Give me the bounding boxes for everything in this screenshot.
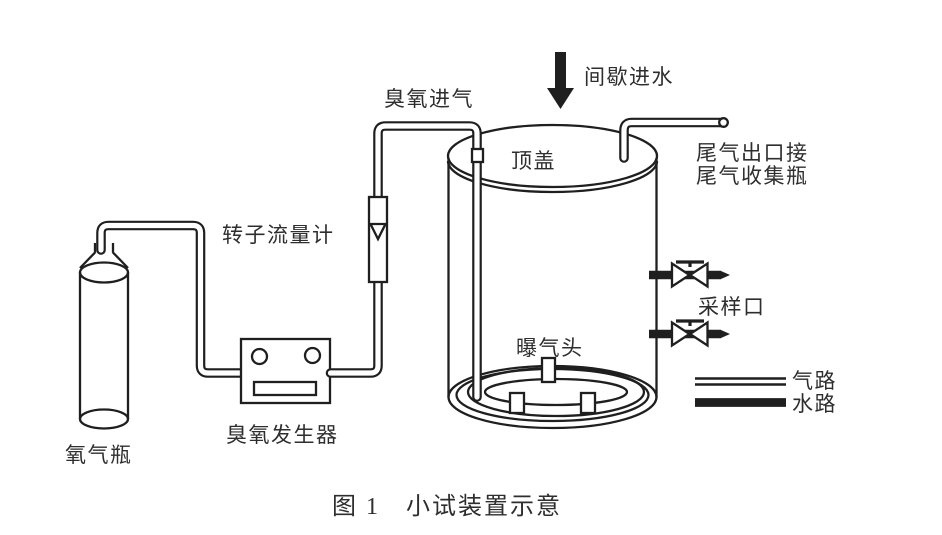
label-ozone-inlet: 臭氧进气 <box>384 87 474 111</box>
valve-bowtie-right <box>687 320 709 348</box>
label-tail-gas-line1: 尾气出口接 <box>696 141 809 165</box>
cylinder-neck <box>93 243 115 252</box>
cylinder-bottom-ellipse <box>78 408 130 430</box>
legend <box>695 377 786 407</box>
valve-handle-icon <box>676 319 704 326</box>
pipe-oxygen-to-generator <box>96 220 248 378</box>
rotameter-float-icon <box>368 222 388 242</box>
label-rotameter: 转子流量计 <box>222 223 335 247</box>
valve-bowtie-left <box>670 261 692 289</box>
sampling-valve-lower <box>649 319 730 348</box>
generator-slot <box>252 380 318 397</box>
oxygen-cylinder <box>78 243 130 430</box>
label-legend-water: 水路 <box>792 392 837 416</box>
ozone-generator <box>239 337 332 405</box>
pipe-generator-to-rotameter <box>325 273 383 378</box>
label-water-inlet: 间歇进水 <box>584 65 674 89</box>
valve-handle-icon <box>676 260 704 267</box>
tank-lid-rim <box>446 160 659 194</box>
pipe-tail-gas-outlet <box>619 117 729 163</box>
cylinder-top-ellipse <box>78 261 130 284</box>
label-sampling-port: 采样口 <box>698 295 766 319</box>
water-inlet-arrow-icon <box>547 52 574 109</box>
label-ozone-generator: 臭氧发生器 <box>226 423 339 447</box>
reactor-tank <box>446 123 659 430</box>
lid-pipe-fitting <box>470 147 485 164</box>
valve-bowtie-left <box>670 320 692 348</box>
label-top-cover: 顶盖 <box>511 149 556 173</box>
sampling-valve-upper <box>649 260 730 289</box>
figure-caption: 图 1 小试装置示意 <box>332 493 562 520</box>
generator-knob-left <box>250 347 269 366</box>
aeration-head-back <box>540 356 557 384</box>
tank-lid-ellipse <box>446 123 659 189</box>
aeration-head-front-right <box>579 391 597 415</box>
label-oxygen-cylinder: 氧气瓶 <box>65 443 133 467</box>
aeration-head-front-left <box>508 391 526 415</box>
label-aeration-head: 曝气头 <box>516 336 584 360</box>
label-legend-gas: 气路 <box>792 369 837 393</box>
legend-gas-line-icon <box>695 377 786 386</box>
generator-knob-right <box>303 346 322 365</box>
label-tail-gas-line2: 尾气收集瓶 <box>696 164 809 188</box>
cylinder-shoulder <box>79 251 129 269</box>
tail-gas-pipe-end <box>718 117 729 128</box>
rotameter <box>367 195 389 284</box>
pipe-ozone-inlet <box>373 121 482 402</box>
valve-bowtie-right <box>687 261 709 289</box>
